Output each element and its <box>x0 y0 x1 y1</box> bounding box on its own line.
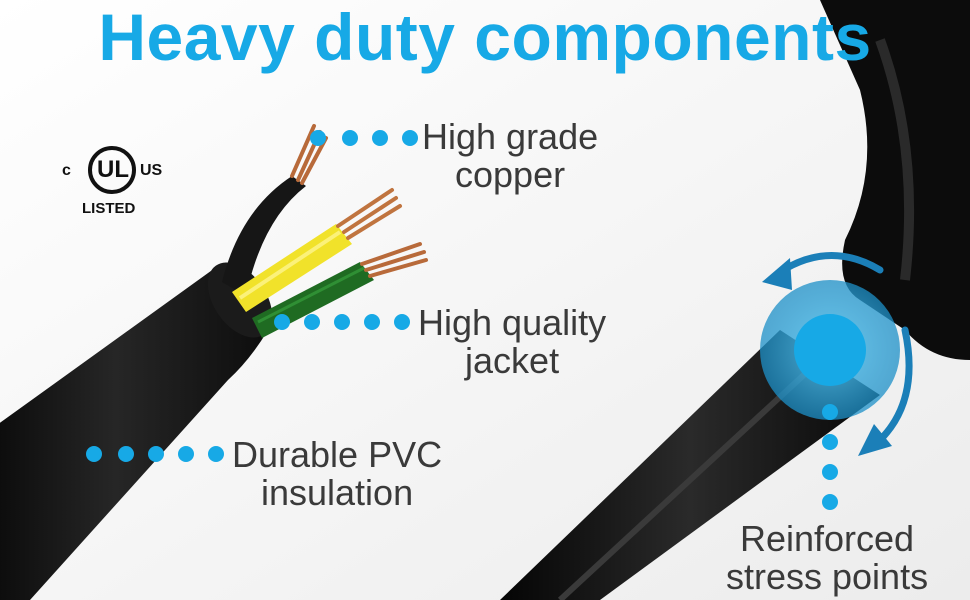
black-wire <box>222 176 306 296</box>
callout-jacket: High quality jacket <box>418 304 606 380</box>
callout-jacket-line2: jacket <box>465 340 560 381</box>
ul-c-letter: c <box>62 162 71 179</box>
callout-stress-line1: Reinforced <box>739 518 915 559</box>
callout-insulation-line1: Durable PVC <box>232 434 443 475</box>
callout-stress: Reinforced stress points <box>726 520 928 596</box>
ul-us-letters: US <box>140 162 163 179</box>
leader-dots-jacket <box>274 314 410 330</box>
callout-copper-line1: High grade <box>422 116 599 157</box>
headline: Heavy duty components <box>98 0 872 74</box>
leader-dots-copper <box>310 130 418 146</box>
left-cable-jacket <box>0 265 268 600</box>
callout-insulation-line2: insulation <box>260 472 414 513</box>
copper-strands-middle <box>336 188 402 240</box>
callout-copper: High grade copper <box>422 118 598 194</box>
ul-circle <box>88 146 136 194</box>
right-cable-shine <box>557 357 823 600</box>
plug-body <box>820 0 970 360</box>
stress-point-marker <box>794 314 866 386</box>
callout-insulation: Durable PVC insulation <box>232 436 442 512</box>
callout-jacket-line1: High quality <box>418 302 607 343</box>
rotate-arrows-icon <box>776 252 913 444</box>
ul-listed-label: LISTED <box>82 200 136 217</box>
callout-stress-line2: stress points <box>726 556 929 597</box>
green-wire-shine <box>257 266 365 324</box>
leader-dots-insulation <box>86 446 224 462</box>
ul-listed-logo-icon: c UL US LISTED <box>60 142 170 222</box>
plug-highlight <box>875 38 915 281</box>
leader-dots-stress <box>822 404 838 510</box>
rotate-arrow-head-top <box>762 258 792 290</box>
callout-copper-line2: copper <box>455 154 566 195</box>
rotate-arrow-head-bottom <box>858 424 892 456</box>
yellow-wire-shine <box>238 230 342 300</box>
copper-strands-bottom <box>360 242 428 278</box>
ul-letters: UL <box>97 156 129 183</box>
